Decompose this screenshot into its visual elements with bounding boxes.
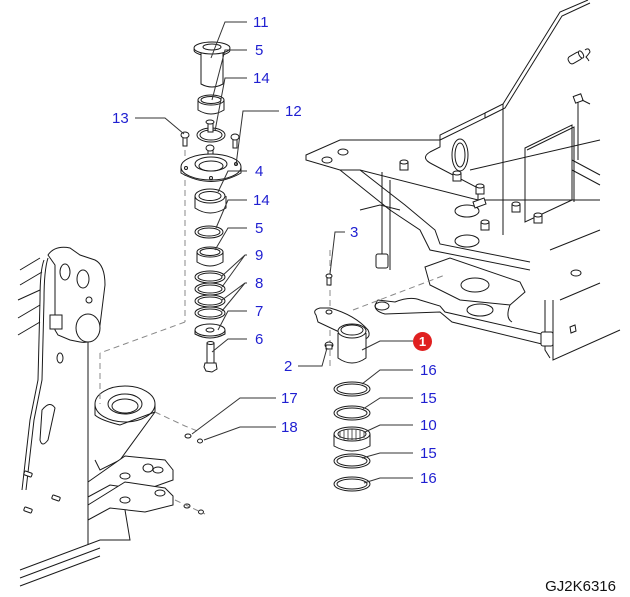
part-13-bolts — [180, 131, 240, 159]
frame-studs — [23, 470, 61, 514]
callout-10[interactable]: 10 — [420, 417, 437, 434]
leader-lines — [135, 21, 413, 484]
part-15-seal-top — [333, 405, 371, 421]
part-3-bolt — [325, 273, 333, 286]
lower-right-bracket — [374, 229, 621, 361]
callout-17[interactable]: 17 — [281, 390, 298, 407]
callout-15[interactable]: 15 — [420, 445, 437, 462]
callout-11[interactable]: 11 — [253, 14, 269, 31]
part-15-seal-lower — [333, 453, 371, 469]
part-9-shims — [194, 270, 226, 296]
callout-5[interactable]: 5 — [255, 220, 264, 237]
callout-5[interactable]: 5 — [255, 42, 264, 59]
part-6-bolt — [203, 341, 218, 373]
part-16-ring-lower — [333, 476, 371, 492]
part-7-washer — [194, 323, 226, 339]
upper-frame — [305, 0, 601, 271]
part-17-18-fittings — [174, 433, 206, 515]
part-2-nut — [324, 341, 334, 350]
part-10-bearing — [333, 426, 371, 452]
part-16-ring-top — [333, 381, 371, 397]
part-14-seal-top — [196, 119, 226, 143]
part-12-flange — [180, 153, 242, 182]
callout-2[interactable]: 2 — [284, 358, 293, 375]
drawing-code: GJ2K6316 — [545, 578, 616, 595]
callout-4[interactable]: 4 — [255, 163, 264, 180]
callout-7[interactable]: 7 — [255, 303, 264, 320]
left-frame — [17, 246, 106, 491]
part-14-seal-lower — [194, 225, 224, 239]
callout-15[interactable]: 15 — [420, 390, 437, 407]
callout-3[interactable]: 3 — [350, 224, 359, 241]
callout-14[interactable]: 14 — [253, 192, 270, 209]
callout-16[interactable]: 16 — [420, 362, 437, 379]
callout-16[interactable]: 16 — [420, 470, 437, 487]
callout-12[interactable]: 12 — [285, 103, 302, 120]
callout-6[interactable]: 6 — [255, 331, 264, 348]
callout-13[interactable]: 13 — [112, 110, 129, 127]
part-4-housing — [194, 188, 227, 214]
part-5-ring-lower — [196, 246, 224, 267]
callout-14[interactable]: 14 — [253, 70, 270, 87]
callout-1-highlighted[interactable]: 1 — [413, 332, 432, 351]
pivot-bracket — [19, 385, 174, 587]
boss-nuts — [399, 48, 591, 231]
assembly-centerlines — [99, 140, 446, 433]
callout-9[interactable]: 9 — [255, 247, 264, 264]
part-8-shims — [194, 294, 226, 320]
callout-18[interactable]: 18 — [281, 419, 298, 436]
callout-8[interactable]: 8 — [255, 275, 264, 292]
part-1-pivot-pin-housing — [314, 307, 370, 364]
